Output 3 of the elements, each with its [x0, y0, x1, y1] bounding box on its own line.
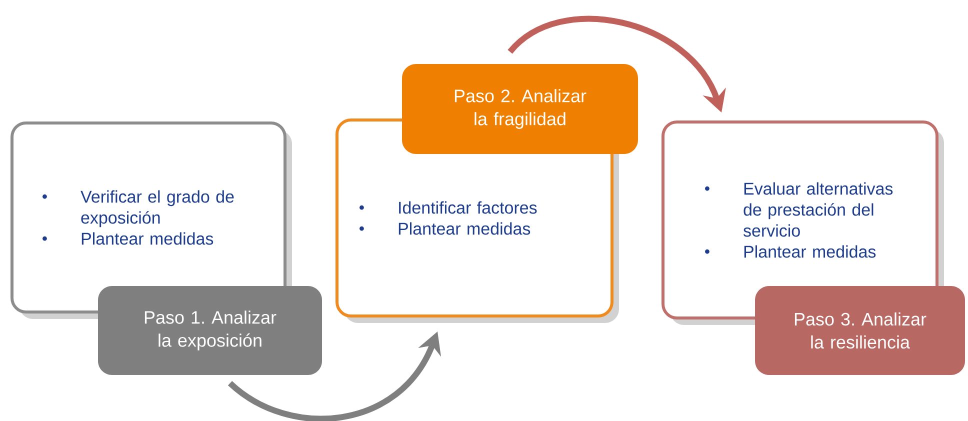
step-tab: Paso 3. Analizar la resiliencia — [755, 286, 965, 375]
step-tab: Paso 2. Analizar la fragilidad — [402, 64, 638, 154]
step-tab: Paso 1. Analizar la exposición — [98, 286, 322, 375]
